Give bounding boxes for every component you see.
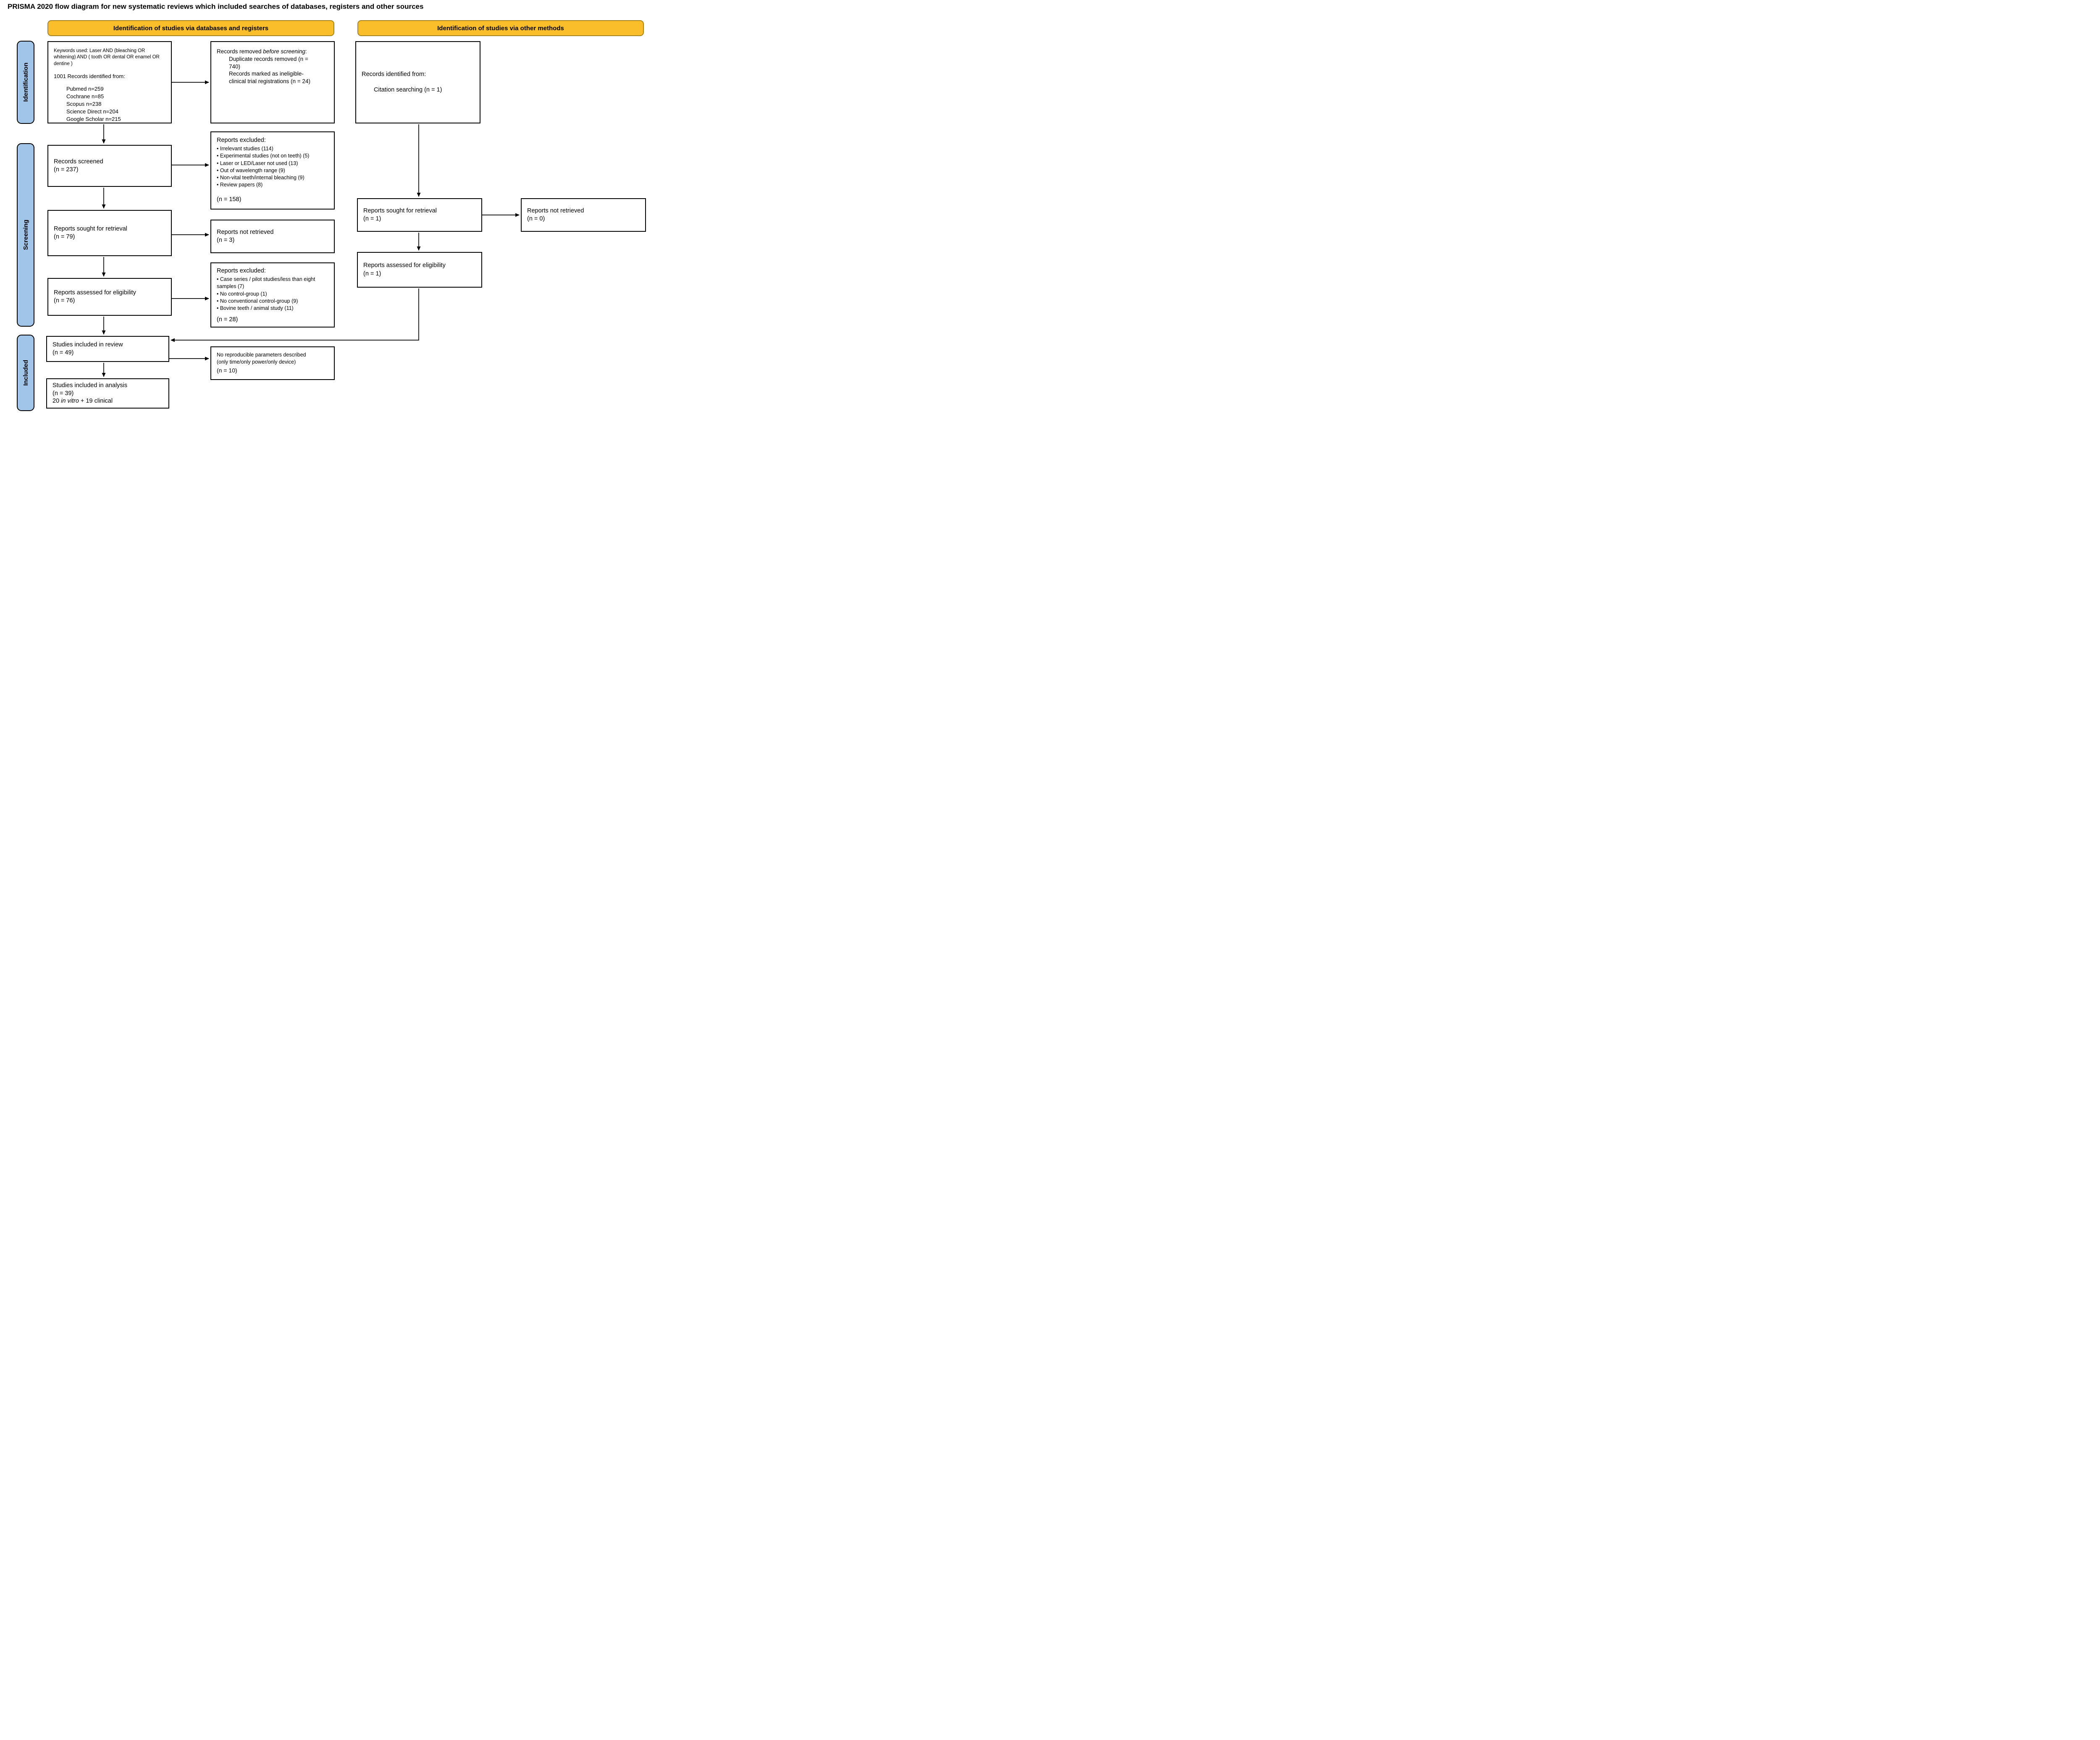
banner-label: Identification of studies via databases … (113, 24, 269, 32)
banner-label: Identification of studies via other meth… (437, 24, 564, 32)
box-title: Reports excluded: (217, 137, 266, 144)
list-item: • Review papers (8) (217, 182, 263, 188)
stat-line: (n = 1) (363, 270, 381, 277)
box-title: Records removed before screening: (217, 48, 307, 55)
source-count: Google Scholar n=215 (66, 115, 121, 122)
box-title: Reports not retrieved (527, 207, 584, 214)
box-records-identified-other: Records identified from: Citation search… (355, 41, 480, 123)
keywords-text: Keywords used: Laser AND (bleaching OR w… (54, 48, 160, 66)
box-reports-not-retrieved-other: Reports not retrieved (n = 0) (521, 198, 646, 232)
box-reports-assessed-other: Reports assessed for eligibility (n = 1) (357, 252, 482, 288)
list-item: • Bovine teeth / animal study (11) (217, 305, 294, 312)
list-item: • Non-vital teeth/internal bleaching (9) (217, 175, 304, 181)
box-no-reproducible-parameters: No reproducible parameters described (on… (210, 346, 335, 380)
list-item: • No conventional control-group (9) (217, 298, 298, 304)
stat-line: (n = 10) (217, 367, 237, 374)
list-item: Citation searching (n = 1) (374, 86, 442, 93)
box-reports-excluded-screening: Reports excluded: • Irrelevant studies (… (210, 131, 335, 210)
box-title: Reports not retrieved (217, 228, 274, 236)
records-identified-line: 1001 Records identified from: (54, 73, 125, 79)
box-records-removed: Records removed before screening: Duplic… (210, 41, 335, 123)
box-title: Records identified from: (362, 71, 426, 78)
box-title: No reproducible parameters described (217, 352, 306, 358)
list-item: • Laser or LED/Laser not used (13) (217, 160, 298, 166)
list-item: • Case series / pilot studies/less than … (217, 276, 315, 290)
box-title: Studies included in review (52, 341, 123, 348)
source-count: Cochrane n=85 (66, 93, 104, 100)
list-item: Records marked as ineligible- clinical t… (229, 71, 310, 85)
banner-other-methods: Identification of studies via other meth… (357, 20, 644, 36)
stat-line: 20 in vitro + 19 clinical (52, 398, 113, 405)
sidebar-label: Screening (22, 220, 29, 250)
list-item: • Experimental studies (not on teeth) (5… (217, 153, 310, 159)
box-studies-included-review: Studies included in review (n = 49) (46, 336, 169, 362)
box-title: Records screened (54, 158, 103, 165)
sidebar-included: Included (17, 335, 34, 411)
box-studies-included-analysis: Studies included in analysis (n = 39) 20… (46, 378, 169, 409)
box-reports-excluded-eligibility: Reports excluded: • Case series / pilot … (210, 262, 335, 328)
box-title: Reports assessed for eligibility (363, 262, 446, 269)
box-title: Reports sought for retrieval (54, 225, 127, 232)
sidebar-label: Identification (22, 63, 29, 102)
source-count: Science Direct n=204 (66, 108, 118, 115)
sidebar-label: Included (22, 360, 29, 386)
list-item: • Irrelevant studies (114) (217, 146, 273, 152)
stat-line: (n = 79) (54, 233, 75, 240)
box-title: Reports excluded: (217, 267, 266, 274)
banner-databases-registers: Identification of studies via databases … (47, 20, 334, 36)
box-title: Reports sought for retrieval (363, 207, 437, 214)
stat-line: (n = 1) (363, 215, 381, 222)
box-reports-assessed: Reports assessed for eligibility (n = 76… (47, 278, 172, 316)
source-count: Pubmed n=259 (66, 86, 104, 92)
stat-line: (n = 49) (52, 349, 74, 356)
list-item: • Out of wavelength range (9) (217, 167, 285, 173)
stat-line: (n = 3) (217, 237, 235, 244)
box-reports-not-retrieved: Reports not retrieved (n = 3) (210, 220, 335, 253)
page-title: PRISMA 2020 flow diagram for new systema… (8, 3, 424, 10)
box-reports-sought: Reports sought for retrieval (n = 79) (47, 210, 172, 256)
stat-line: (n = 237) (54, 166, 79, 173)
stat-line: (n = 158) (217, 196, 242, 203)
list-item: Duplicate records removed (n = 740) (229, 55, 308, 70)
stat-line: (n = 39) (52, 390, 74, 397)
prisma-flow-diagram: PRISMA 2020 flow diagram for new systema… (0, 0, 659, 416)
box-title: Studies included in analysis (52, 382, 128, 389)
box-title: Reports assessed for eligibility (54, 289, 136, 296)
sidebar-screening: Screening (17, 143, 34, 327)
box-keywords-records-identified: Keywords used: Laser AND (bleaching OR w… (47, 41, 172, 123)
box-reports-sought-other: Reports sought for retrieval (n = 1) (357, 198, 482, 232)
source-count: Scopus n=238 (66, 100, 102, 107)
stat-line: (n = 28) (217, 316, 238, 323)
sidebar-identification: Identification (17, 41, 34, 124)
box-subtitle: (only time/only power/only device) (217, 359, 296, 365)
stat-line: (n = 76) (54, 297, 75, 304)
stat-line: (n = 0) (527, 215, 545, 222)
list-item: • No control-group (1) (217, 291, 267, 297)
box-records-screened: Records screened (n = 237) (47, 145, 172, 187)
